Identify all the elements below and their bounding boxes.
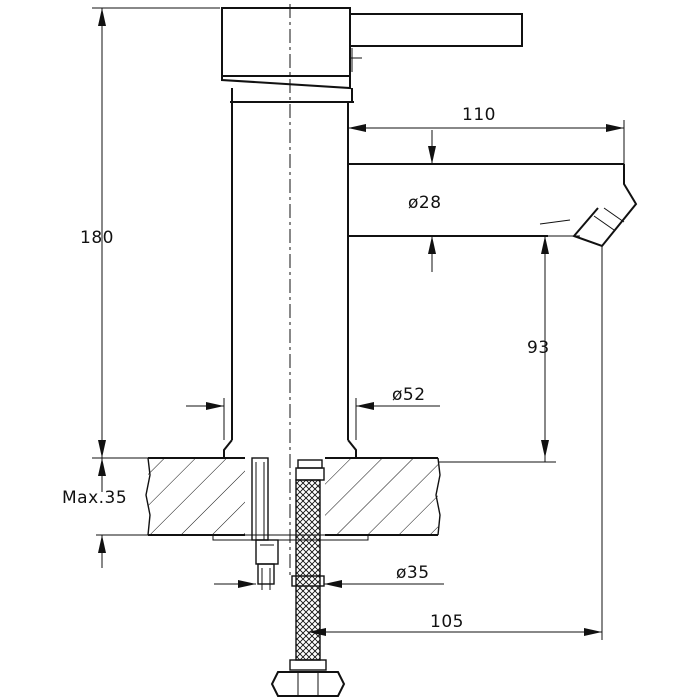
dim-label-105: 105	[430, 612, 464, 632]
dim-label-52: ø52	[392, 385, 426, 405]
dim-max-thickness: Max.35	[62, 458, 148, 568]
dim-label-35: ø35	[396, 563, 430, 583]
dim-body-diameter: ø52	[186, 385, 440, 440]
dim-label-93: 93	[527, 338, 550, 358]
dim-label-28: ø28	[408, 193, 442, 213]
lever-handle	[221, 7, 523, 90]
dim-spout-height: 93	[438, 235, 580, 463]
dim-spout-diameter: ø28	[408, 130, 442, 272]
braided-hose	[270, 459, 346, 697]
tap-body	[223, 88, 357, 458]
dim-height-total: 180	[80, 7, 220, 459]
dim-hose-offset: 105	[308, 246, 603, 640]
countertop-section	[145, 457, 441, 541]
dim-label-110: 110	[462, 105, 496, 125]
spout	[348, 163, 638, 248]
dim-label-180: 180	[80, 228, 114, 248]
dim-label-max35: Max.35	[62, 488, 127, 508]
threaded-rod	[251, 457, 279, 590]
dim-spout-reach: 110	[348, 105, 625, 164]
dim-shank-diameter: ø35	[214, 563, 444, 588]
